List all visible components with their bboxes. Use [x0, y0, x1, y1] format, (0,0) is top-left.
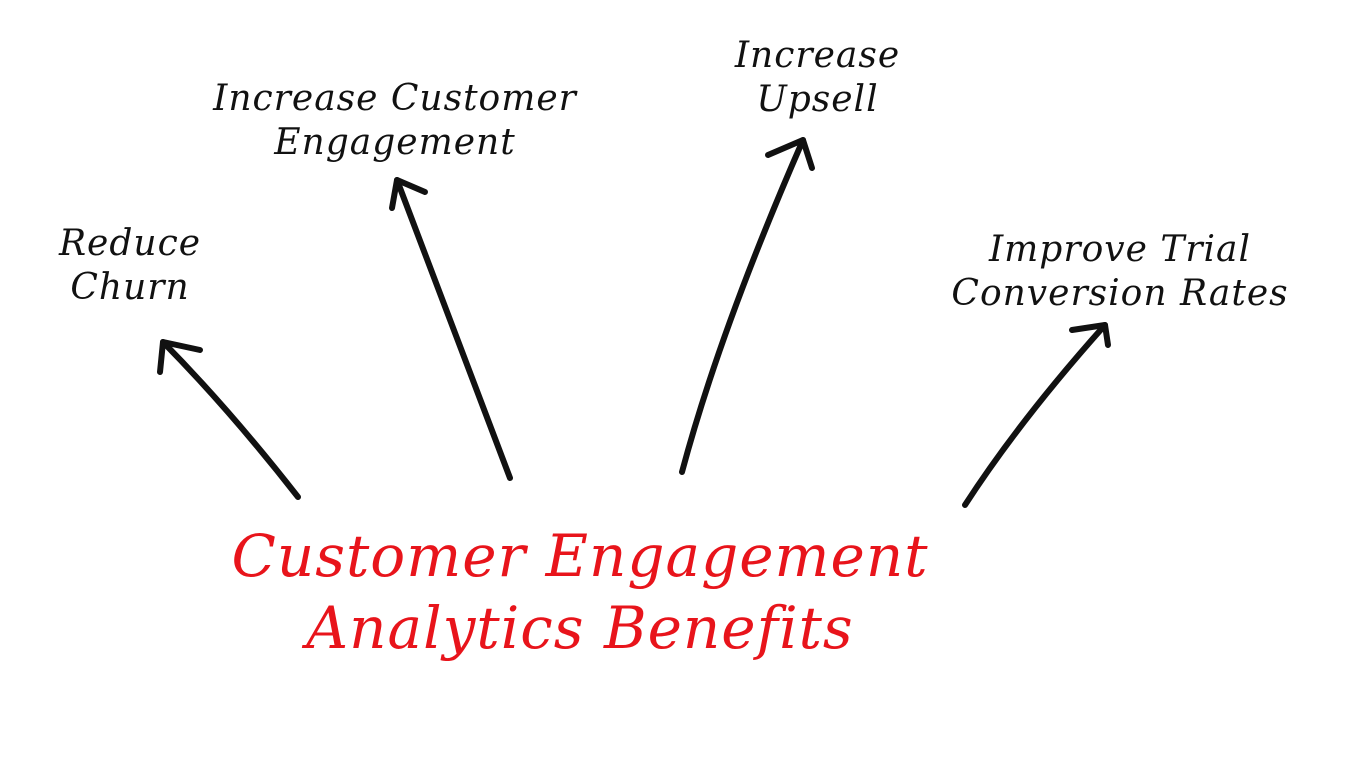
arrow-increase-upsell	[679, 137, 815, 475]
title-line: Customer Engagement	[231, 522, 929, 590]
benefit-line: Engagement	[274, 122, 516, 163]
benefit-increase-engagement: Increase Customer Engagement	[170, 77, 620, 165]
benefit-line: Upsell	[756, 79, 879, 120]
main-title: Customer Engagement Analytics Benefits	[130, 520, 1030, 664]
arrow-reduce-churn	[157, 339, 301, 500]
arrow-improve-trial	[962, 322, 1111, 508]
benefit-line: Conversion Rates	[951, 273, 1289, 314]
benefit-line: Increase	[734, 35, 901, 76]
benefit-line: Increase Customer	[213, 78, 577, 119]
benefit-reduce-churn: Reduce Churn	[30, 222, 230, 310]
arrow-increase-engagement	[389, 177, 513, 481]
benefit-line: Reduce	[58, 223, 202, 264]
benefit-improve-trial: Improve Trial Conversion Rates	[910, 228, 1330, 316]
title-line: Analytics Benefits	[306, 594, 854, 662]
benefit-line: Improve Trial	[988, 229, 1252, 270]
benefit-increase-upsell: Increase Upsell	[680, 34, 955, 122]
benefit-line: Churn	[70, 267, 190, 308]
